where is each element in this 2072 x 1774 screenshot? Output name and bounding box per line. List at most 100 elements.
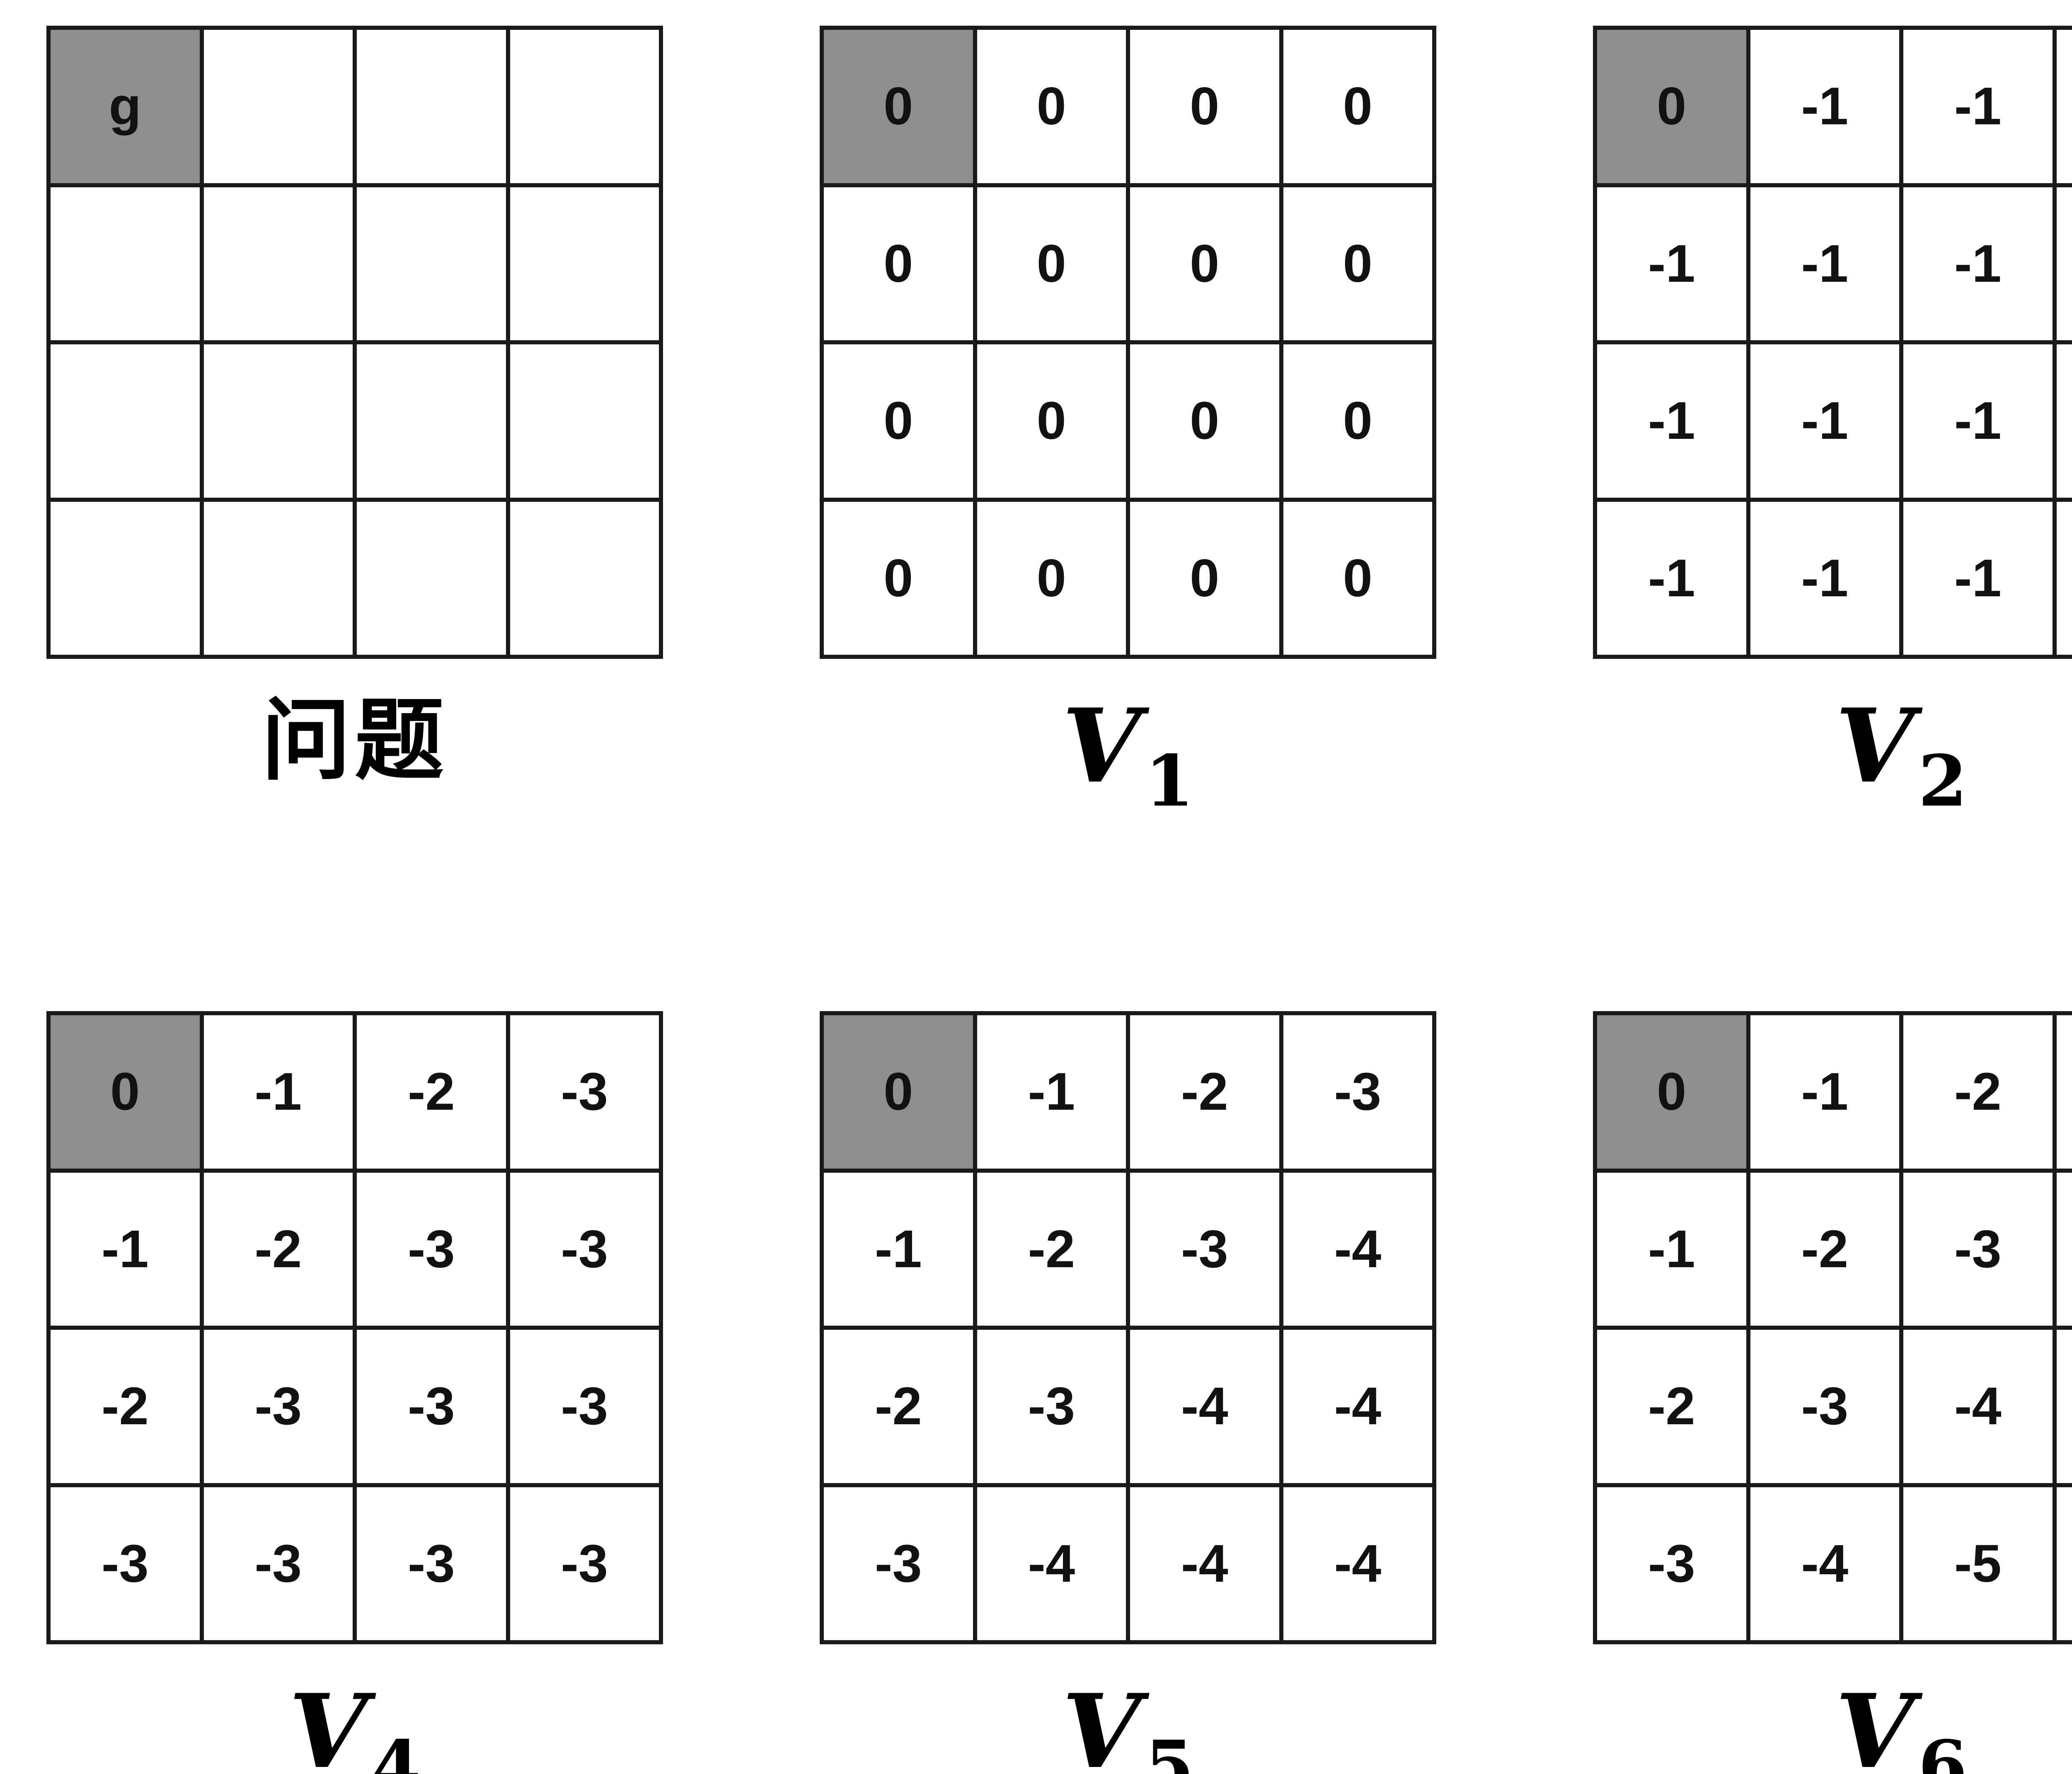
grid-cell: -1 <box>2054 185 2072 342</box>
grid-cell: 0 <box>822 342 975 500</box>
grid-cell: 0 <box>822 185 975 342</box>
grid-cell: -1 <box>1748 499 1901 657</box>
grid-cell: -3 <box>822 1485 975 1642</box>
grid-cell: -4 <box>1901 1328 2055 1485</box>
label-v-subscript: 4 <box>371 1725 421 1774</box>
grid-cell: -2 <box>1595 1328 1748 1485</box>
grid-cell: -5 <box>2054 1485 2072 1642</box>
grid-cell: -2 <box>201 1170 355 1328</box>
grid-cell <box>201 28 355 185</box>
grid-cell: 0 <box>1128 28 1281 185</box>
grid-cell: -1 <box>2054 342 2072 500</box>
grid-cell: -2 <box>1901 1013 2055 1171</box>
grid-cell: 0 <box>975 499 1128 657</box>
goal-cell: 0 <box>822 1013 975 1171</box>
grid-cell: -3 <box>48 1485 202 1642</box>
grid-cell: -3 <box>201 1485 355 1642</box>
grid-cell: -3 <box>1128 1170 1281 1328</box>
grid-cell: -1 <box>1901 499 2055 657</box>
grid-label-problem: 问题 <box>261 687 448 792</box>
grid-cell: -3 <box>201 1328 355 1485</box>
grid-label-v4: V4 <box>289 1681 421 1774</box>
grid-cell: -2 <box>355 1013 508 1171</box>
problem-grid: g <box>46 26 663 659</box>
grid-cell: -5 <box>2054 1328 2072 1485</box>
grid-cell: -1 <box>2054 499 2072 657</box>
v4-grid: 0 -1 -2 -3 -1 -2 -3 -3 -2 -3 -3 -3 -3 -3… <box>46 1011 663 1644</box>
grid-cell: -1 <box>2054 28 2072 185</box>
grid-cell: -3 <box>355 1485 508 1642</box>
grid-cell: -1 <box>1901 342 2055 500</box>
grid-cell: -5 <box>1901 1485 2055 1642</box>
grid-cell: -1 <box>1748 1013 1901 1171</box>
grid-cell: 0 <box>1281 499 1434 657</box>
grid-cell: -4 <box>2054 1170 2072 1328</box>
grid-cell: -4 <box>1128 1328 1281 1485</box>
grid-cell: -4 <box>1281 1485 1434 1642</box>
grid-cell <box>508 28 661 185</box>
grid-cell <box>48 185 202 342</box>
grid-cell: -1 <box>822 1170 975 1328</box>
label-v-symbol: V <box>288 1672 368 1774</box>
grid-cell: 0 <box>1128 342 1281 500</box>
grid-cell: 0 <box>975 185 1128 342</box>
grid-cell: -3 <box>1901 1170 2055 1328</box>
grid-cell <box>48 342 202 500</box>
grid-cell <box>508 342 661 500</box>
grid-cell: -3 <box>355 1170 508 1328</box>
v1-grid: 0 0 0 0 0 0 0 0 0 0 0 0 0 0 0 0 <box>820 26 1436 659</box>
goal-cell: g <box>48 28 202 185</box>
grid-cell: 0 <box>822 499 975 657</box>
grid-cell <box>201 185 355 342</box>
label-v-subscript: 2 <box>1918 740 1968 823</box>
label-v-symbol: V <box>1062 1672 1141 1774</box>
grid-cell: -4 <box>1281 1170 1434 1328</box>
grid-cell: -1 <box>1748 342 1901 500</box>
grid-cell: -1 <box>1748 185 1901 342</box>
grid-block-v1: 0 0 0 0 0 0 0 0 0 0 0 0 0 0 0 0 V <box>820 26 1436 816</box>
grid-cell: -3 <box>508 1013 661 1171</box>
label-v-symbol: V <box>1835 686 1914 806</box>
goal-cell: 0 <box>1595 28 1748 185</box>
label-v-subscript: 5 <box>1145 1725 1194 1774</box>
grid-cell <box>201 499 355 657</box>
v2-grid: 0 -1 -1 -1 -1 -1 -1 -1 -1 -1 -1 -1 -1 -1… <box>1593 26 2072 659</box>
goal-cell: 0 <box>822 28 975 185</box>
grid-cell: 0 <box>1281 342 1434 500</box>
grid-cell <box>508 185 661 342</box>
grid-cell: -1 <box>1748 28 1901 185</box>
grid-cell: 0 <box>1281 28 1434 185</box>
grid-cell: -1 <box>975 1013 1128 1171</box>
grid-cell: -4 <box>975 1485 1128 1642</box>
label-v-symbol: V <box>1062 686 1141 806</box>
grid-cell: -1 <box>1595 342 1748 500</box>
grid-cell: -3 <box>975 1328 1128 1485</box>
grid-cell: -1 <box>48 1170 202 1328</box>
grid-cell: -1 <box>1595 1170 1748 1328</box>
grid-cell: -4 <box>1281 1328 1434 1485</box>
grid-cell: -4 <box>1748 1485 1901 1642</box>
grid-cell: -4 <box>1128 1485 1281 1642</box>
grid-cell: -3 <box>1281 1013 1434 1171</box>
grid-row-top: g 问题 <box>46 26 2072 816</box>
grid-cell: -2 <box>1128 1013 1281 1171</box>
grid-block-v6: 0 -1 -2 -3 -1 -2 -3 -4 -2 -3 -4 -5 -3 -4… <box>1593 1011 2072 1774</box>
grid-block-v2: 0 -1 -1 -1 -1 -1 -1 -1 -1 -1 -1 -1 -1 -1… <box>1593 26 2072 816</box>
label-v-subscript: 6 <box>1918 1725 1968 1774</box>
grid-cell: -2 <box>822 1328 975 1485</box>
grid-row-bottom: 0 -1 -2 -3 -1 -2 -3 -3 -2 -3 -3 -3 -3 -3… <box>46 1011 2072 1774</box>
label-v-subscript: 1 <box>1145 740 1194 823</box>
grid-label-v2: V2 <box>1835 695 1967 817</box>
v5-grid: 0 -1 -2 -3 -1 -2 -3 -4 -2 -3 -4 -4 -3 -4… <box>820 1011 1436 1644</box>
grid-block-v4: 0 -1 -2 -3 -1 -2 -3 -3 -2 -3 -3 -3 -3 -3… <box>46 1011 663 1774</box>
grid-cell: -2 <box>975 1170 1128 1328</box>
label-v-symbol: V <box>1835 1672 1914 1774</box>
grid-cell: -3 <box>508 1328 661 1485</box>
grid-label-v6: V6 <box>1835 1681 1967 1774</box>
grid-cell: 0 <box>1128 499 1281 657</box>
v6-grid: 0 -1 -2 -3 -1 -2 -3 -4 -2 -3 -4 -5 -3 -4… <box>1593 1011 2072 1644</box>
grid-cell: 0 <box>975 342 1128 500</box>
grid-cell: -2 <box>48 1328 202 1485</box>
grid-cell: 0 <box>975 28 1128 185</box>
